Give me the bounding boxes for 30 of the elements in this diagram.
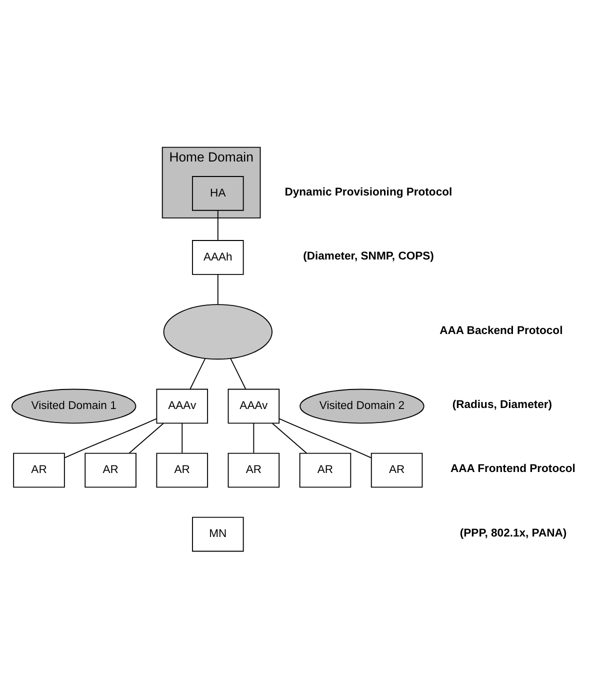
connector [217,274,218,305]
node-box: AR [84,452,136,488]
node-box: MN [192,516,244,552]
label: (Radius, Diameter) [452,399,552,412]
connector [64,418,157,458]
connector [217,210,218,241]
node-ellipse: Visited Domain 1 [11,388,136,424]
node-box: AR [228,452,280,488]
node-box: AR [156,452,208,488]
connector [253,423,254,454]
node-box: HA [192,176,244,211]
connector [190,358,206,390]
node-box: AR [370,452,423,488]
connector [278,418,372,458]
label: (PPP, 802.1x, PANA) [460,527,567,540]
node-box: AR [13,452,65,488]
connector [230,358,246,390]
connector [182,423,183,454]
node-box: AAAh [192,240,244,275]
label: (Diameter, SNMP, COPS) [303,250,434,262]
label: AAA Backend Protocol [440,324,563,337]
connector [272,423,308,454]
label: Dynamic Provisioning Protocol [284,186,452,198]
node-box: AAAv [156,388,208,424]
node-box: AAAv [228,388,280,424]
node-cloud [163,304,273,360]
node-box: AR [299,452,352,488]
node-ellipse: Visited Domain 2 [300,388,424,424]
label: AAA Frontend Protocol [450,463,576,476]
connector [128,423,164,454]
